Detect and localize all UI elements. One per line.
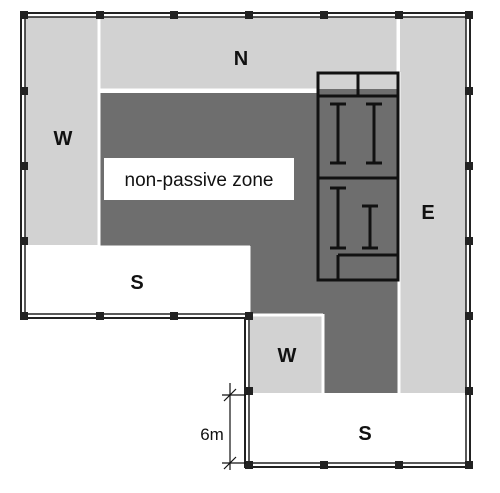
zone-label-west-lower: W — [278, 345, 297, 367]
dimension-label: 6m — [200, 425, 224, 444]
zone-south-left — [25, 248, 248, 314]
service-core — [316, 71, 400, 282]
non-passive-label-box — [104, 158, 294, 200]
structural-columns — [20, 11, 473, 469]
zone-label-east: E — [421, 202, 434, 224]
dimension-line — [222, 383, 246, 470]
zone-west-upper — [25, 17, 98, 245]
zone-label-north: N — [234, 48, 248, 70]
non-passive-zone-label: non-passive zone — [125, 170, 274, 191]
non-passive-zone — [100, 72, 400, 393]
zone-label-south-lower: S — [358, 423, 371, 445]
zone-south-lower — [250, 396, 466, 463]
zone-east — [400, 17, 466, 393]
zone-label-south-left: S — [130, 272, 143, 294]
zone-north — [100, 17, 397, 89]
zone-label-west-upper: W — [54, 128, 73, 150]
zone-west-lower — [250, 316, 322, 393]
zone-separators — [25, 17, 466, 397]
